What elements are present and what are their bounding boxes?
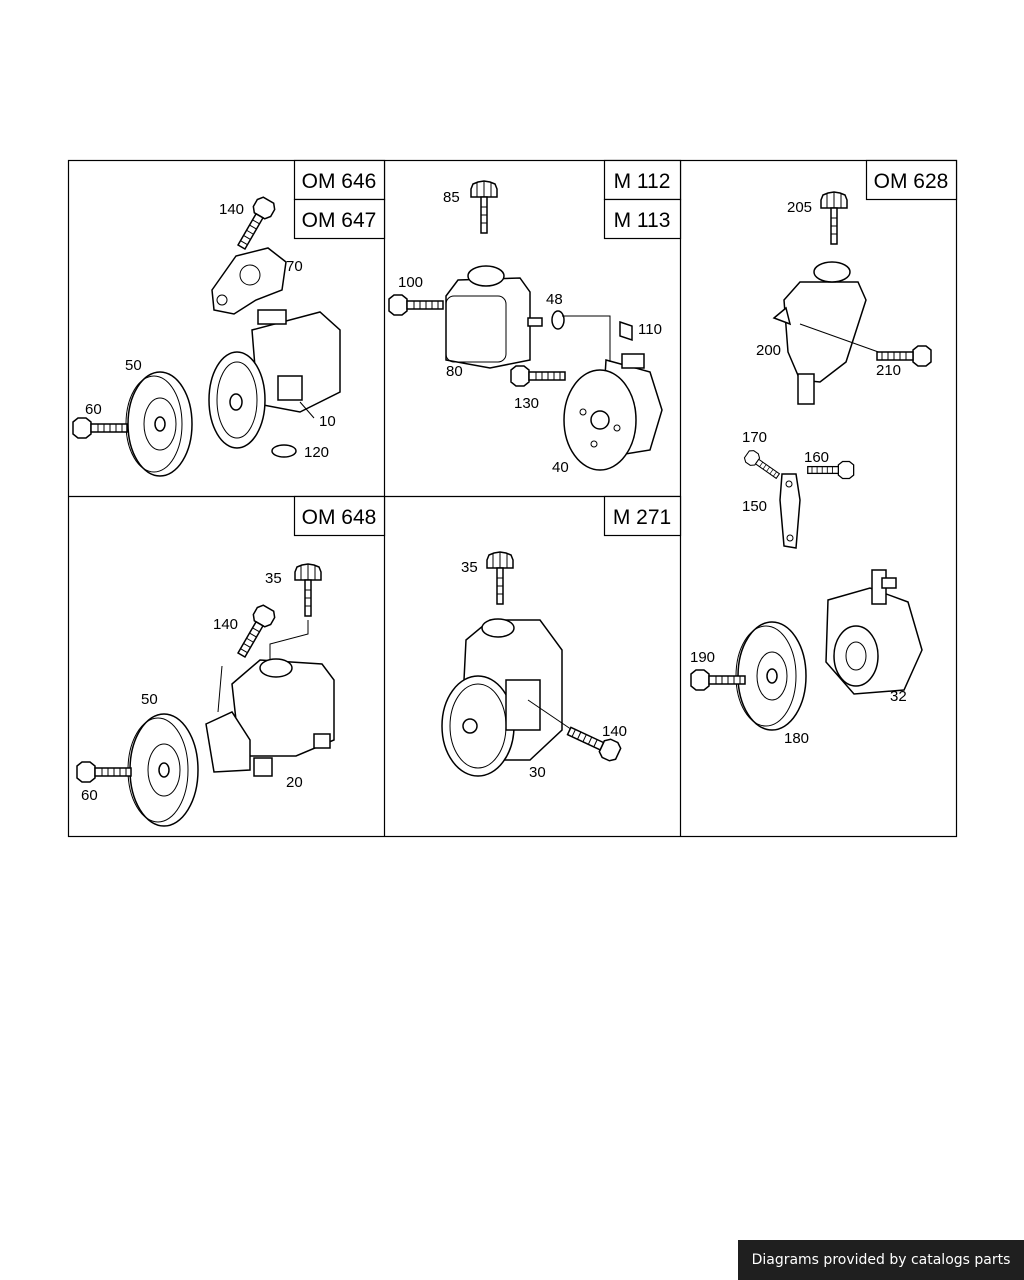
bolt-part bbox=[232, 602, 278, 661]
part-number-label: 32 bbox=[890, 688, 907, 705]
clamp-part bbox=[271, 444, 297, 458]
engine-label: M 271 bbox=[613, 506, 671, 529]
part-number-label: 120 bbox=[304, 444, 329, 461]
pump-part bbox=[825, 569, 923, 695]
seal-part bbox=[551, 310, 565, 330]
engine-label: OM 628 bbox=[874, 170, 949, 193]
section-om646-om647: OM 646 OM 647 140 70 50 bbox=[72, 170, 377, 477]
part-number-label: 35 bbox=[265, 570, 282, 587]
part-number-label: 205 bbox=[787, 199, 812, 216]
cap-part bbox=[294, 563, 322, 617]
cap-part bbox=[820, 191, 848, 245]
part-number-label: 10 bbox=[319, 413, 336, 430]
footer-credit: Diagrams provided by catalogs parts bbox=[738, 1240, 1024, 1280]
part-number-label: 70 bbox=[286, 258, 303, 275]
part-number-label: 140 bbox=[213, 616, 238, 633]
part-number-label: 160 bbox=[804, 449, 829, 466]
part-number-label: 140 bbox=[219, 201, 244, 218]
engine-label-boxes bbox=[293, 159, 958, 537]
part-number-label: 40 bbox=[552, 459, 569, 476]
part-number-label: 20 bbox=[286, 774, 303, 791]
part-number-label: 150 bbox=[742, 498, 767, 515]
pulley-part bbox=[125, 371, 193, 477]
part-number-label: 30 bbox=[529, 764, 546, 781]
clip-part bbox=[619, 320, 633, 342]
bolt-part bbox=[72, 417, 128, 439]
engine-label: M 113 bbox=[614, 209, 671, 232]
pump-part bbox=[441, 618, 563, 777]
pump-part bbox=[205, 658, 335, 777]
part-number-label: 140 bbox=[602, 723, 627, 740]
part-number-label: 210 bbox=[876, 362, 901, 379]
reservoir-part bbox=[772, 261, 867, 405]
pulley-part bbox=[127, 713, 199, 827]
pump-part bbox=[563, 353, 663, 471]
part-number-label: 35 bbox=[461, 559, 478, 576]
part-number-label: 60 bbox=[85, 401, 102, 418]
part-number-label: 170 bbox=[742, 429, 767, 446]
part-number-label: 80 bbox=[446, 363, 463, 380]
part-number-label: 85 bbox=[443, 189, 460, 206]
engine-label: M 112 bbox=[614, 170, 671, 193]
engine-label: OM 646 bbox=[302, 170, 377, 193]
part-number-label: 60 bbox=[81, 787, 98, 804]
engine-label: OM 648 bbox=[302, 506, 377, 529]
section-om628: OM 628 bbox=[690, 170, 948, 747]
cap-part bbox=[470, 180, 498, 234]
reservoir-part bbox=[445, 265, 543, 369]
part-number-label: 200 bbox=[756, 342, 781, 359]
section-m271: M 271 35 140 30 bbox=[441, 506, 671, 781]
bracket-part bbox=[211, 247, 287, 315]
part-number-label: 180 bbox=[784, 730, 809, 747]
part-number-label: 48 bbox=[546, 291, 563, 308]
bolt-part bbox=[76, 761, 132, 783]
pulley-part bbox=[735, 621, 807, 731]
part-number-label: 190 bbox=[690, 649, 715, 666]
pump-part bbox=[208, 309, 341, 449]
part-number-label: 50 bbox=[125, 357, 142, 374]
part-number-label: 130 bbox=[514, 395, 539, 412]
bracket-part bbox=[779, 473, 801, 549]
bolt-part bbox=[510, 365, 566, 387]
section-m112-m113: M 112 M 113 85 100 48 bbox=[388, 170, 671, 476]
section-om648: OM 648 35 140 50 60 20 bbox=[76, 506, 377, 827]
bolt-part bbox=[388, 294, 444, 316]
part-number-label: 110 bbox=[638, 321, 662, 338]
part-number-label: 100 bbox=[398, 274, 423, 291]
bolt-part bbox=[742, 448, 783, 483]
cap-part bbox=[486, 551, 514, 605]
engine-label: OM 647 bbox=[302, 209, 377, 232]
part-number-label: 50 bbox=[141, 691, 158, 708]
